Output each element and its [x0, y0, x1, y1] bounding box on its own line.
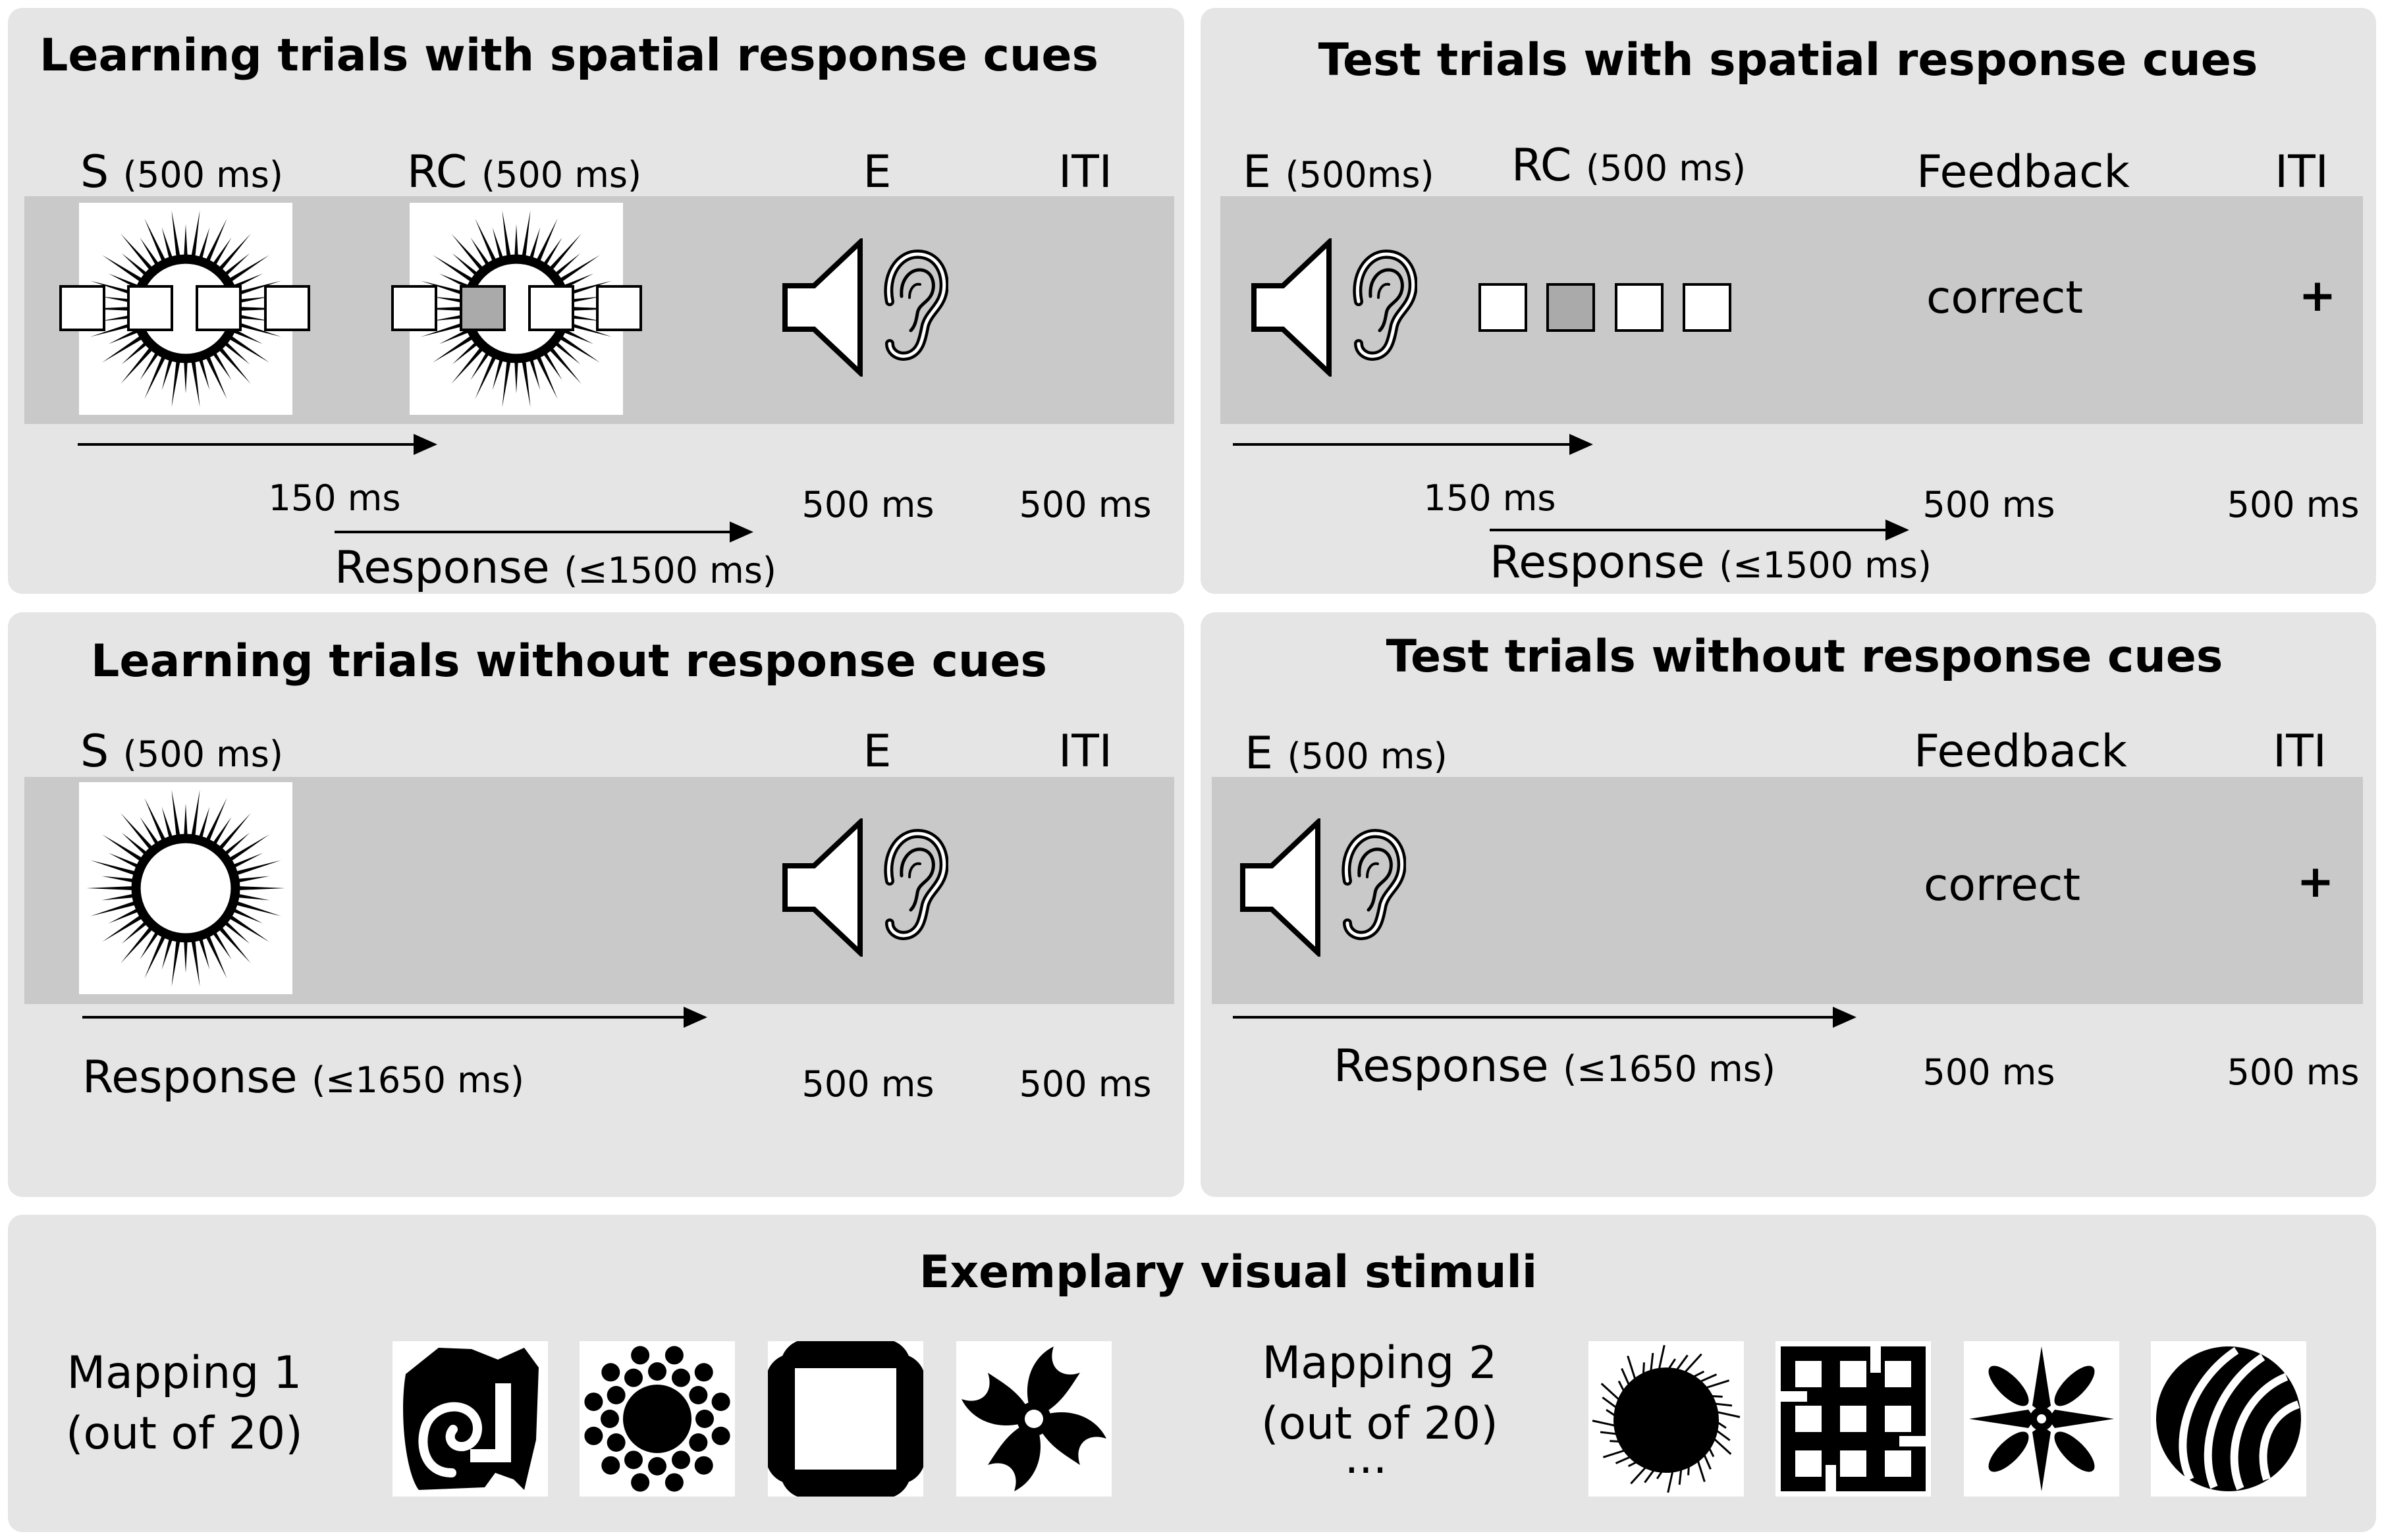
stimulus-image: [393, 1341, 548, 1497]
feedback-label: Feedback: [1916, 146, 2130, 198]
pinwheel-stimulus-icon: [962, 1346, 1106, 1491]
e-time: 500 ms: [801, 484, 935, 525]
iti-time: 500 ms: [2227, 1051, 2360, 1093]
feedback-time: 500 ms: [1922, 484, 2055, 525]
spiral-stimulus-icon: [403, 1348, 539, 1490]
panel-title: Test trials with spatial response cues: [1318, 34, 2258, 86]
panel-title: Test trials without response cues: [1386, 631, 2223, 683]
panel-title: Learning trials without response cues: [91, 635, 1047, 687]
panel-title: Exemplary visual stimuli: [919, 1246, 1538, 1298]
iti-time: 500 ms: [1019, 484, 1152, 525]
stimulus-image: [956, 1341, 1112, 1497]
response-cue-box-active: [1546, 283, 1595, 332]
response-window: Response (≤1650 ms): [82, 1051, 524, 1103]
fixation-cross: +: [2298, 270, 2337, 322]
timeline-band: [1212, 777, 2363, 1004]
response-cue-box: [127, 285, 173, 331]
response-cue-box: [196, 285, 242, 331]
response-cue-box: [59, 285, 105, 331]
iti-time: 500 ms: [2227, 484, 2360, 525]
stimulus-image: [79, 782, 292, 994]
mapping-2-label: Mapping 2 (out of 20): [1261, 1337, 1498, 1450]
feedback-text: correct: [1926, 272, 2084, 324]
spiky-disc-stimulus-icon: [1592, 1344, 1741, 1493]
s-label: S (500 ms): [80, 146, 283, 198]
iti-label: ITI: [2273, 726, 2327, 778]
panel-title: Learning trials with spatial response cu…: [40, 30, 1098, 82]
mapping-1-label: Mapping 1 (out of 20): [66, 1347, 303, 1460]
stimulus-image: [580, 1341, 735, 1497]
dotted-flower-stimulus-icon: [584, 1346, 730, 1492]
stimulus-image: [1588, 1341, 1744, 1497]
iti-label: ITI: [1058, 146, 1112, 198]
e-label: E (500ms): [1243, 146, 1434, 198]
e-label: E: [863, 146, 892, 198]
feedback-label: Feedback: [1914, 726, 2127, 778]
soa-time: 150 ms: [268, 477, 401, 519]
iti-label: ITI: [1058, 726, 1112, 778]
feedback-text: correct: [1923, 859, 2081, 911]
rc-label: RC (500 ms): [1511, 140, 1747, 192]
e-label: E: [863, 726, 892, 778]
stimulus-image: [1775, 1341, 1931, 1497]
iti-label: ITI: [2275, 146, 2329, 198]
stimulus-image: [2151, 1341, 2306, 1497]
e-label: E (500 ms): [1245, 728, 1448, 780]
striped-sphere-stimulus-icon: [2156, 1346, 2301, 1491]
stimulus-image: [79, 203, 292, 415]
more-mappings-ellipsis: ...: [1344, 1432, 1388, 1484]
feedback-time: 500 ms: [1922, 1051, 2055, 1093]
response-cue-box: [596, 285, 642, 331]
response-cue-box: [1615, 283, 1664, 332]
soa-time: 150 ms: [1423, 477, 1556, 519]
iti-time: 500 ms: [1019, 1063, 1152, 1105]
rc-label: RC (500 ms): [407, 146, 642, 198]
response-cue-box: [264, 285, 310, 331]
star-flower-stimulus-icon: [1969, 1346, 2114, 1491]
e-time: 500 ms: [801, 1063, 935, 1105]
interlaced-square-stimulus-icon: [766, 1339, 925, 1499]
response-window: Response (≤1650 ms): [1334, 1040, 1775, 1092]
response-window: Response (≤1500 ms): [1490, 537, 1932, 589]
stimulus-image: [766, 1339, 925, 1499]
stimulus-image: [410, 203, 623, 415]
response-cue-box: [391, 285, 437, 331]
response-cue-box: [1478, 283, 1527, 332]
response-cue-box: [528, 285, 574, 331]
timeline-band: [1220, 196, 2363, 424]
stimulus-image: [1964, 1341, 2119, 1497]
response-window: Response (≤1500 ms): [335, 542, 776, 594]
endless-knot-stimulus-icon: [1781, 1346, 1926, 1491]
fixation-cross: +: [2296, 856, 2335, 908]
response-cue-box-active: [460, 285, 506, 331]
response-cue-box: [1683, 283, 1731, 332]
s-label: S (500 ms): [80, 726, 283, 778]
